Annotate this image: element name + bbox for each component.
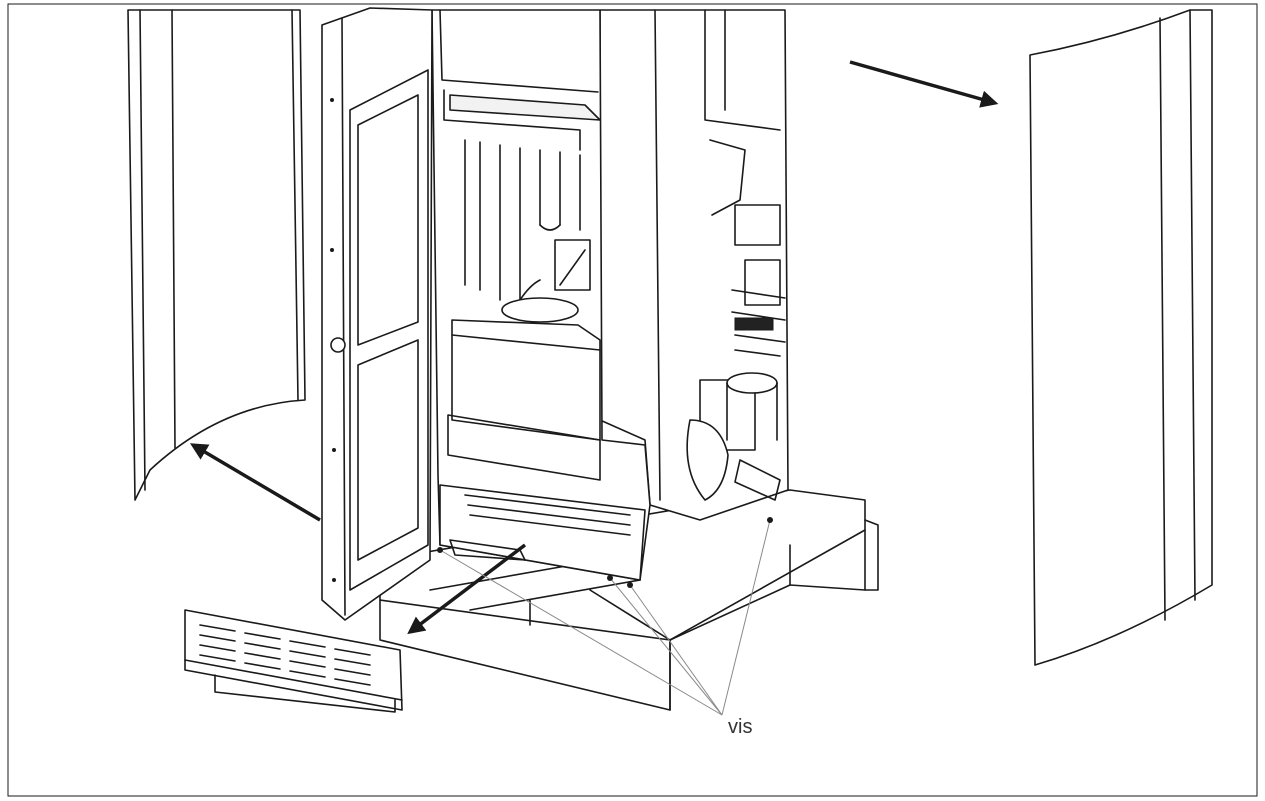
arrow-left-panel [189,443,321,522]
front-grille [184,609,403,713]
diagram-border [7,3,1258,797]
arrow-right-panel [849,60,999,108]
stove-body [431,9,789,581]
internal-components [686,139,786,501]
front-door [321,7,433,621]
screw-leader-lines [437,517,773,716]
removal-arrows [189,60,999,635]
arrow-grille [407,543,527,635]
screw-label: vis [728,716,752,738]
left-side-panel [127,9,306,501]
right-side-panel [1029,9,1213,666]
